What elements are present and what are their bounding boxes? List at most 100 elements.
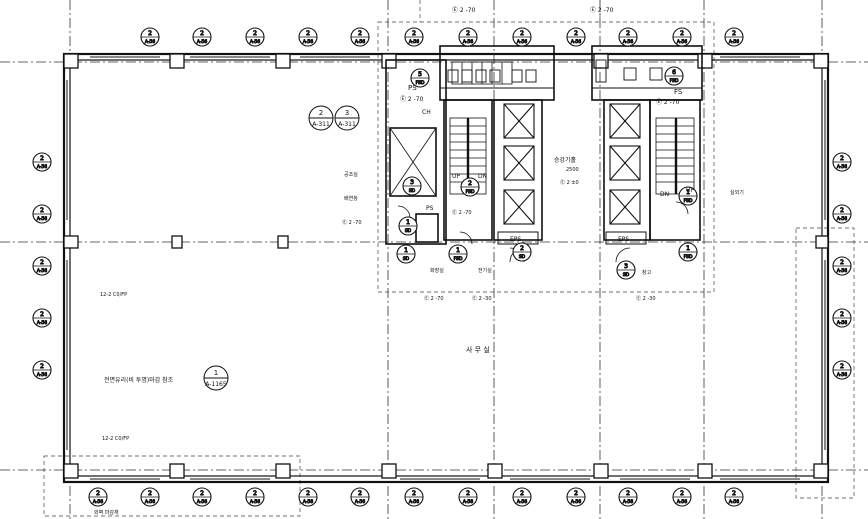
grid-bubble-bottom: 2A-56 bbox=[140, 487, 160, 507]
svg-text:2: 2 bbox=[253, 490, 257, 497]
grid-bubble-bottom: 2A-56 bbox=[192, 487, 212, 507]
svg-text:A-56: A-56 bbox=[355, 499, 365, 505]
level-3: Ⓔ 2 -70 bbox=[424, 295, 444, 302]
level-5: Ⓔ 2 ±0 bbox=[560, 179, 579, 186]
svg-text:A-56: A-56 bbox=[37, 268, 47, 274]
grid-bubble-right: 2A-56 bbox=[832, 152, 852, 172]
svg-text:2: 2 bbox=[40, 207, 44, 214]
svg-text:2: 2 bbox=[574, 30, 578, 37]
grid-bubble-top: 2A-56 bbox=[458, 27, 478, 47]
grid-bubble-bottom: 2A-56 bbox=[458, 487, 478, 507]
svg-text:A-56: A-56 bbox=[837, 372, 847, 378]
room-d: 전기실 bbox=[478, 267, 492, 274]
grid-bubble-left: 2A-56 bbox=[32, 204, 52, 224]
svg-text:SD: SD bbox=[403, 256, 410, 262]
svg-text:2: 2 bbox=[626, 30, 630, 37]
grid-bubble-bottom: 2A-56 bbox=[298, 487, 318, 507]
stair-dn-right: DN bbox=[660, 191, 669, 198]
svg-text:A-56: A-56 bbox=[571, 499, 581, 505]
level-1: Ⓔ 2 -70 bbox=[452, 209, 472, 216]
svg-text:2: 2 bbox=[40, 155, 44, 162]
grid-bubble-top: 2A-56 bbox=[618, 27, 638, 47]
svg-text:A-56: A-56 bbox=[37, 320, 47, 326]
svg-text:A-56: A-56 bbox=[409, 39, 419, 45]
grid-bubbles-top: 2A-562A-562A-562A-562A-562A-562A-562A-56… bbox=[140, 27, 744, 47]
svg-text:1: 1 bbox=[686, 245, 690, 252]
section-symbol-right: 3 A-311 bbox=[334, 105, 360, 131]
svg-text:A-311: A-311 bbox=[338, 121, 356, 128]
room-e: 창고 bbox=[642, 269, 652, 276]
svg-text:2: 2 bbox=[840, 259, 844, 266]
eps-right: EPS bbox=[618, 236, 629, 243]
door-tag: 3SD bbox=[616, 260, 636, 280]
door-tag: 1SD bbox=[396, 244, 416, 264]
svg-text:A-56: A-56 bbox=[837, 320, 847, 326]
svg-text:1: 1 bbox=[456, 247, 460, 254]
stair-up-right: UP bbox=[686, 187, 694, 194]
svg-text:A-56: A-56 bbox=[623, 39, 633, 45]
svg-text:A-56: A-56 bbox=[463, 39, 473, 45]
grid-bubble-left: 2A-56 bbox=[32, 308, 52, 328]
svg-text:2: 2 bbox=[732, 30, 736, 37]
elev-hall-sub: 2500 bbox=[566, 167, 579, 173]
grid-bubble-top: 2A-56 bbox=[140, 27, 160, 47]
svg-text:5: 5 bbox=[418, 71, 422, 78]
svg-text:2: 2 bbox=[680, 490, 684, 497]
svg-text:A-56: A-56 bbox=[517, 499, 527, 505]
door-tag: 1SD bbox=[398, 216, 418, 236]
core-walls bbox=[385, 45, 703, 245]
svg-text:2: 2 bbox=[319, 109, 323, 117]
grid-bubble-right: 2A-56 bbox=[832, 308, 852, 328]
svg-text:FSD: FSD bbox=[684, 254, 693, 260]
svg-text:A-56: A-56 bbox=[37, 164, 47, 170]
svg-text:2: 2 bbox=[40, 363, 44, 370]
svg-text:A-56: A-56 bbox=[409, 499, 419, 505]
svg-text:A-56: A-56 bbox=[837, 216, 847, 222]
svg-text:2: 2 bbox=[680, 30, 684, 37]
svg-text:A-56: A-56 bbox=[37, 216, 47, 222]
svg-text:A-56: A-56 bbox=[145, 499, 155, 505]
svg-text:A-56: A-56 bbox=[677, 499, 687, 505]
level-4: Ⓔ 2 -30 bbox=[636, 295, 656, 302]
fs-level: Ⓔ 2 -70 bbox=[656, 98, 680, 106]
svg-text:2: 2 bbox=[40, 259, 44, 266]
grid-bubble-bottom: 2A-56 bbox=[350, 487, 370, 507]
svg-text:A-56: A-56 bbox=[729, 39, 739, 45]
grid-bubble-right: 2A-56 bbox=[832, 256, 852, 276]
svg-text:SD: SD bbox=[623, 272, 630, 278]
svg-text:2: 2 bbox=[96, 490, 100, 497]
svg-text:A-1165: A-1165 bbox=[205, 381, 227, 388]
svg-text:FSD: FSD bbox=[454, 256, 463, 262]
elevators bbox=[503, 103, 641, 225]
grid-bubble-bottom: 2A-56 bbox=[88, 487, 108, 507]
svg-text:A-56: A-56 bbox=[623, 499, 633, 505]
level-2: Ⓔ 2 -30 bbox=[472, 295, 492, 302]
detail-symbol-center: 1 A-1165 bbox=[203, 365, 229, 391]
svg-text:2: 2 bbox=[840, 311, 844, 318]
grid-bubble-bottom: 2A-56 bbox=[404, 487, 424, 507]
svg-text:2: 2 bbox=[148, 30, 152, 37]
svg-text:A-56: A-56 bbox=[197, 39, 207, 45]
svg-text:A-56: A-56 bbox=[37, 372, 47, 378]
svg-text:SD: SD bbox=[405, 228, 412, 234]
svg-text:FSD: FSD bbox=[416, 80, 425, 86]
svg-text:A-56: A-56 bbox=[250, 39, 260, 45]
eps-left: EPS bbox=[510, 236, 521, 243]
svg-text:2: 2 bbox=[626, 490, 630, 497]
svg-text:2: 2 bbox=[412, 30, 416, 37]
grid-bubble-bottom: 2A-56 bbox=[672, 487, 692, 507]
svg-text:1: 1 bbox=[404, 247, 408, 254]
svg-text:2: 2 bbox=[200, 490, 204, 497]
ps-small: PS bbox=[426, 205, 434, 212]
grid-bubble-bottom: 2A-56 bbox=[618, 487, 638, 507]
grid-bubble-top: 2A-56 bbox=[245, 27, 265, 47]
svg-text:A-56: A-56 bbox=[677, 39, 687, 45]
text-labels: PS Ⓔ 2 -70 FS Ⓔ 2 -70 CH UP DN DN UP EPS… bbox=[94, 6, 744, 516]
svg-text:2: 2 bbox=[466, 30, 470, 37]
wall-note-1: 12-2 C0/FP bbox=[100, 292, 127, 298]
svg-text:3: 3 bbox=[345, 109, 349, 117]
stair-dn-left: DN bbox=[478, 173, 487, 180]
